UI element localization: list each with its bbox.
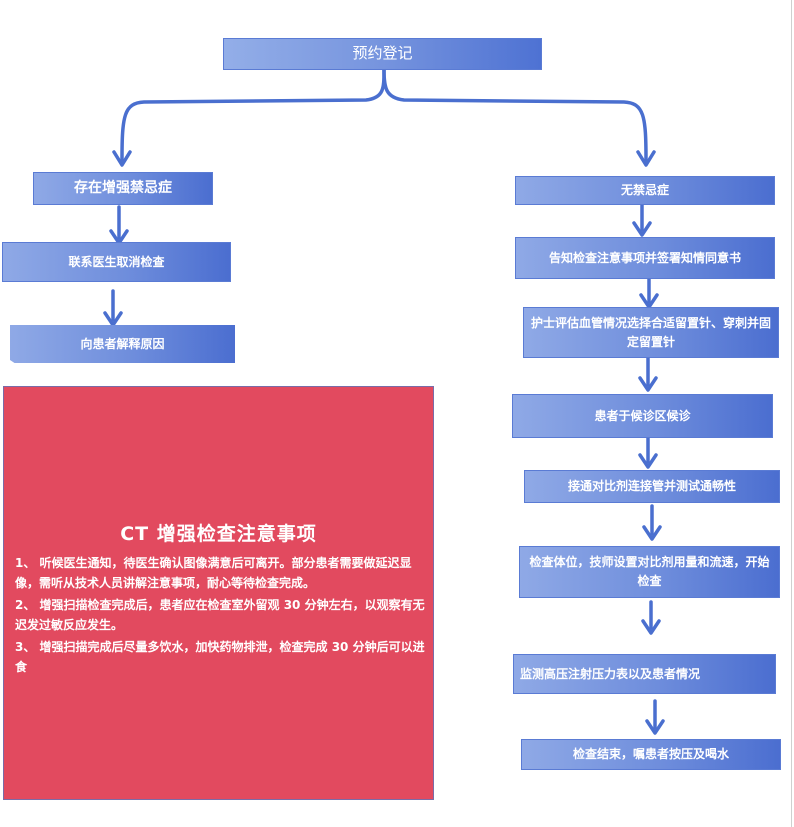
right-condition-node: 无禁忌症 — [515, 176, 775, 205]
notice-item: 3、 增强扫描完成后尽量多饮水，加快药物排泄，检查完成 30 分钟后可以进食 — [15, 640, 425, 674]
notice-item: 2、 增强扫描检查完成后，患者应在检查室外留观 30 分钟左右，以观察有无迟发过… — [15, 598, 425, 632]
right-step-node: 告知检查注意事项并签署知情同意书 — [515, 237, 775, 279]
right-step-node: 监测高压注射压力表以及患者情况 — [513, 654, 776, 694]
notice-panel: CT 增强检查注意事项 1、 听候医生通知，待医生确认图像满意后可离开。部分患者… — [3, 386, 434, 800]
right-step-node: 检查体位，技师设置对比剂用量和流速，开始检查 — [519, 546, 780, 598]
start-node: 预约登记 — [223, 38, 542, 70]
notice-title: CT 增强检查注意事项 — [120, 523, 317, 545]
page-edge — [791, 0, 792, 827]
right-step-node: 接通对比剂连接管并测试通畅性 — [524, 470, 780, 503]
left-condition-node: 存在增强禁忌症 — [33, 172, 213, 205]
left-step-node: 向患者解释原因 — [10, 325, 235, 363]
split-brace — [120, 68, 386, 162]
right-step-node: 患者于候诊区候诊 — [512, 394, 773, 438]
right-step-node: 护士评估血管情况选择合适留置针、穿刺并固定留置针 — [523, 307, 779, 358]
right-step-node: 检查结束，嘱患者按压及喝水 — [521, 739, 781, 770]
notice-item: 1、 听候医生通知，待医生确认图像满意后可离开。部分患者需要做延迟显像，需听从技… — [15, 556, 412, 590]
left-step-node: 联系医生取消检查 — [2, 242, 231, 282]
